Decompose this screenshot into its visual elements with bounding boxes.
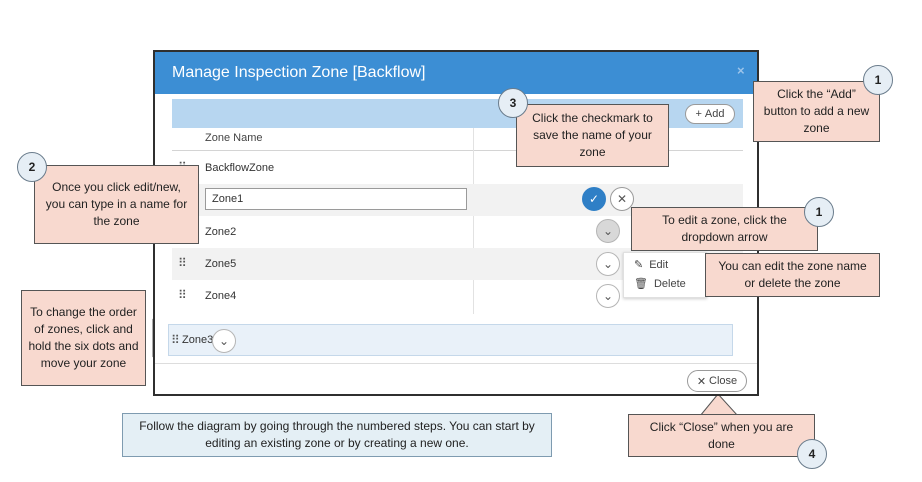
row-dropdown-button[interactable]: ⌄ — [212, 329, 236, 353]
menu-item-label: Delete — [653, 277, 686, 290]
row-dropdown-button[interactable]: ⌄ — [596, 219, 620, 243]
table-row: ⠿ Zone4 — [172, 280, 743, 312]
trash-icon: 🗑 — [634, 278, 648, 290]
footer-divider — [155, 363, 757, 364]
zone-name: BackflowZone — [205, 162, 275, 174]
arrow-close — [698, 393, 740, 417]
row-action-menu: ✎ Edit 🗑 Delete — [623, 252, 707, 298]
modal-header: Manage Inspection Zone [Backflow] × — [155, 52, 757, 94]
zone-name: Zone5 — [205, 258, 237, 270]
zone-name: Zone3 — [182, 334, 214, 346]
chevron-down-icon: ⌄ — [602, 224, 614, 238]
step-badge: 3 — [498, 88, 528, 118]
close-x-icon[interactable]: × — [737, 63, 745, 78]
callout-close: Click “Close” when you are done — [628, 414, 815, 457]
menu-item-edit[interactable]: ✎ Edit — [634, 258, 669, 272]
modal-title: Manage Inspection Zone [Backflow] — [172, 64, 426, 81]
plus-icon: + — [695, 108, 702, 120]
add-button[interactable]: + Add — [685, 104, 735, 124]
drag-handle-icon[interactable]: ⠿ — [178, 256, 187, 270]
step-badge: 1 — [863, 65, 893, 95]
menu-item-delete[interactable]: 🗑 Delete — [634, 277, 686, 291]
drag-handle-icon[interactable]: ⠿ — [178, 288, 187, 302]
callout-reorder: To change the order of zones, click and … — [21, 290, 146, 386]
close-icon: ✕ — [696, 375, 707, 388]
zone-name: Zone2 — [205, 226, 237, 238]
save-checkmark-button[interactable]: ✓ — [582, 187, 606, 211]
column-header-zone-name: Zone Name — [205, 132, 263, 144]
zone-name-input[interactable]: Zone1 — [205, 188, 467, 210]
cancel-edit-button[interactable]: ✕ — [610, 187, 634, 211]
checkmark-icon: ✓ — [588, 192, 600, 206]
close-icon: ✕ — [616, 192, 628, 206]
close-button[interactable]: ✕ Close — [687, 370, 747, 392]
chevron-down-icon: ⌄ — [602, 257, 614, 271]
row-dropdown-button[interactable]: ⌄ — [596, 252, 620, 276]
chevron-down-icon: ⌄ — [218, 334, 230, 348]
add-button-label: Add — [704, 108, 725, 120]
dragging-row[interactable]: ⠿ Zone3 ⌄ — [168, 324, 733, 356]
callout-add: Click the “Add” button to add a new zone — [753, 81, 880, 142]
callout-edit-delete: You can edit the zone name or delete the… — [705, 253, 880, 297]
step-badge: 2 — [17, 152, 47, 182]
chevron-down-icon: ⌄ — [602, 289, 614, 303]
instructions-note: Follow the diagram by going through the … — [122, 413, 552, 457]
step-badge: 1 — [804, 197, 834, 227]
drag-handle-icon[interactable]: ⠿ — [171, 333, 180, 347]
zone-name: Zone4 — [205, 290, 237, 302]
pencil-icon: ✎ — [634, 259, 644, 271]
step-badge: 4 — [797, 439, 827, 469]
column-divider — [473, 128, 474, 314]
close-button-label: Close — [709, 375, 738, 387]
callout-type-name: Once you click edit/new, you can type in… — [34, 165, 199, 244]
header-divider — [172, 150, 743, 151]
row-dropdown-button[interactable]: ⌄ — [596, 284, 620, 308]
callout-dropdown: To edit a zone, click the dropdown arrow — [631, 207, 818, 251]
callout-checkmark: Click the checkmark to save the name of … — [516, 104, 669, 167]
menu-item-label: Edit — [649, 258, 669, 271]
